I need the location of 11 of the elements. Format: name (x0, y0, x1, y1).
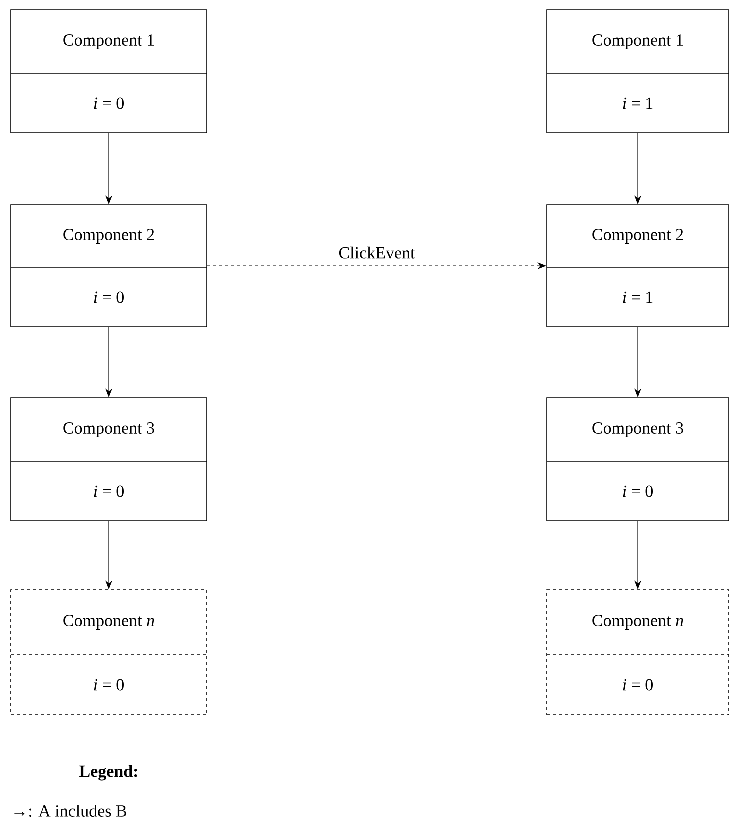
component-box: Component 1 i = 0 (10, 10, 208, 134)
component-box: Component n i = 0 (546, 590, 730, 716)
edge-label: ClickEvent (338, 246, 416, 260)
component-box: Component 3 i = 0 (10, 398, 208, 522)
legend-title: Legend: (80, 765, 138, 781)
component-box: Component 3 i = 0 (546, 398, 730, 522)
component-box: Component n i = 0 (10, 590, 208, 716)
component-box: Component 2 i = 0 (10, 204, 208, 328)
component-box: Component 1 i = 1 (546, 10, 730, 134)
legend-entry: →: A includes B (14, 805, 127, 818)
component-box: Component 2 i = 1 (546, 204, 730, 328)
